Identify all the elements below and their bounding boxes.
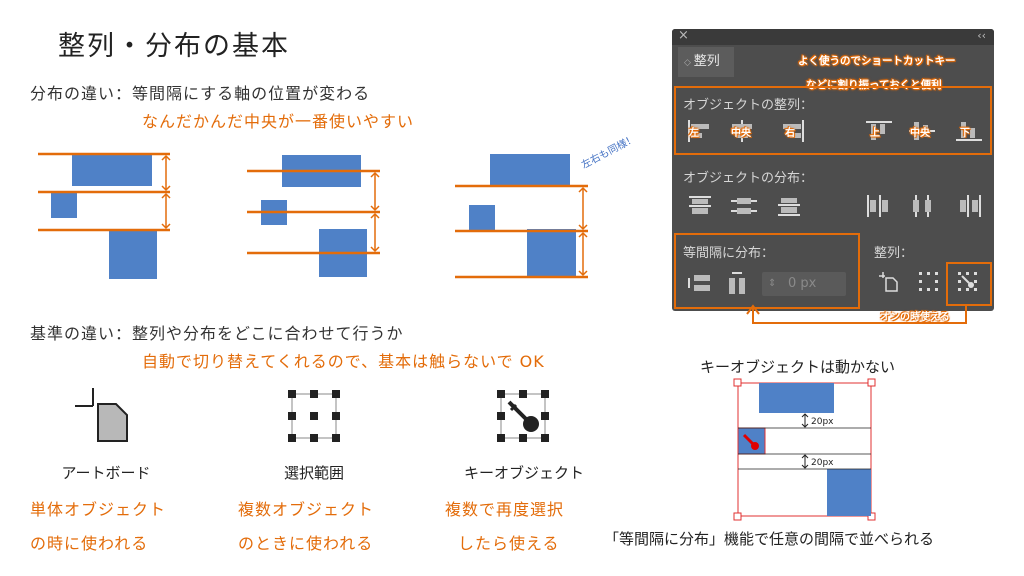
selection-handles xyxy=(733,378,876,521)
align-to-artboard-icon xyxy=(879,272,898,292)
align-to-title: 整列： xyxy=(874,246,914,261)
artboard-desc-1: 単体オブジェクト xyxy=(30,500,167,519)
tab-align-label: 整列 xyxy=(693,54,720,69)
align-hcenter-label: 中央 xyxy=(731,128,751,139)
distribute-bottom-diagram xyxy=(455,154,588,279)
distribute-objects-title: オブジェクトの分布： xyxy=(683,171,814,186)
selection-desc-2: のときに使われる xyxy=(238,534,374,553)
distribute-right-button[interactable] xyxy=(956,195,982,221)
align-to-key-object-button[interactable] xyxy=(957,271,979,297)
align-vcenter-icon xyxy=(909,122,935,140)
key-example-diagram: 20px 20px xyxy=(733,378,876,521)
distribute-bottom-button[interactable] xyxy=(776,195,802,221)
align-panel: × ‹‹ ◇ 整列 xyxy=(672,29,994,311)
shortcut-callout-2: などに割り振っておくと便利 xyxy=(806,79,942,91)
align-bottom-button[interactable] xyxy=(956,120,982,146)
distribute-top-diagram xyxy=(38,152,171,279)
align-left-button[interactable] xyxy=(687,120,713,146)
align-top-label: 上 xyxy=(870,128,880,139)
spacing-value-input[interactable]: ⇕ 0 px xyxy=(762,272,846,296)
selection-icon xyxy=(288,390,340,442)
key-object-label: キーオブジェクト xyxy=(463,464,584,482)
align-right-icon xyxy=(783,120,804,142)
bottom-box xyxy=(827,469,871,516)
align-vcenter-button[interactable] xyxy=(909,120,935,146)
key-icon xyxy=(507,400,539,432)
align-bottom-label: 下 xyxy=(960,128,970,139)
key-object-highlight xyxy=(946,262,992,306)
distribute-center-diagram xyxy=(247,155,380,277)
distribute-left-button[interactable] xyxy=(866,195,892,221)
key-object-desc-1: 複数で再度選択 xyxy=(445,500,565,519)
align-top-button[interactable] xyxy=(866,120,892,146)
distribute-vcenter-button[interactable] xyxy=(731,195,757,221)
key-example-heading: キーオブジェクトは動かない xyxy=(700,358,896,376)
spacing-vertical-icon xyxy=(688,275,710,291)
spacing-horizontal-icon xyxy=(729,272,745,294)
distribution-heading: 分布の違い：等間隔にする軸の位置が変わる xyxy=(30,84,371,103)
collapse-icon[interactable]: ‹‹ xyxy=(977,29,986,42)
close-icon[interactable]: × xyxy=(678,29,689,43)
distribute-top-icon xyxy=(689,196,711,214)
align-objects-title: オブジェクトの整列： xyxy=(683,98,814,113)
artboard-label: アートボード xyxy=(61,464,151,482)
align-right-button[interactable] xyxy=(781,120,807,146)
align-to-selection-button[interactable] xyxy=(918,271,940,297)
distribute-hcenter-button[interactable] xyxy=(909,195,935,221)
spacing-vertical-button[interactable] xyxy=(686,272,712,298)
selection-desc-1: 複数オブジェクト xyxy=(238,500,375,519)
spacing-horizontal-button[interactable] xyxy=(726,270,752,300)
tab-arrow-icon: ◇ xyxy=(684,58,694,68)
align-hcenter-icon xyxy=(732,120,752,142)
distribute-vcenter-icon xyxy=(731,198,757,214)
distribute-right-icon xyxy=(960,195,981,217)
align-to-selection-icon xyxy=(919,272,938,291)
align-top-icon xyxy=(866,121,892,140)
key-object-icon xyxy=(497,390,549,442)
tab-align[interactable]: ◇ 整列 xyxy=(678,47,734,77)
align-left-label: 左 xyxy=(689,128,699,139)
align-vcenter-label: 中央 xyxy=(910,128,930,139)
distribute-top-button[interactable] xyxy=(687,195,713,221)
gap-label-1: 20px xyxy=(811,417,834,427)
distribute-spacing-highlight xyxy=(674,233,860,309)
distribute-left-icon xyxy=(867,195,888,217)
align-to-key-object-icon xyxy=(958,272,977,291)
shortcut-callout-1: よく使うのでショートカットキー xyxy=(798,55,956,67)
artboard-desc-2: の時に使われる xyxy=(30,534,149,553)
align-hcenter-button[interactable] xyxy=(729,120,755,146)
distribute-hcenter-icon xyxy=(913,195,931,217)
key-red-icon xyxy=(742,433,759,450)
key-example-caption: 「等間隔に分布」機能で任意の間隔で並べられる xyxy=(604,530,935,548)
align-right-label: 右 xyxy=(785,128,795,139)
top-box xyxy=(759,383,834,413)
connector-arrow xyxy=(746,304,967,324)
stepper-icon[interactable]: ⇕ xyxy=(768,278,777,289)
align-to-artboard-button[interactable] xyxy=(878,271,900,297)
basis-heading: 基準の違い：整列や分布をどこに合わせて行うか xyxy=(30,324,404,343)
distribution-note: なんだかんだ中央が一番使いやすい xyxy=(142,112,415,131)
gap-label-2: 20px xyxy=(811,458,834,468)
distribute-bottom-icon xyxy=(778,198,800,216)
selection-label: 選択範囲 xyxy=(283,464,344,482)
page-title: 整列・分布の基本 xyxy=(58,31,290,62)
panel-titlebar xyxy=(672,29,994,45)
key-object-desc-2: したら使える xyxy=(458,534,560,553)
align-objects-highlight xyxy=(674,86,992,155)
distribution-diagrams xyxy=(38,152,588,279)
basis-note: 自動で切り替えてくれるので、基本は触らないで OK xyxy=(142,352,545,371)
align-bottom-icon xyxy=(956,122,982,141)
on-label: オンの時使える xyxy=(880,312,950,323)
distribute-spacing-title: 等間隔に分布： xyxy=(683,246,775,261)
align-left-icon xyxy=(688,120,709,142)
spacing-value: 0 px xyxy=(788,276,817,291)
artboard-icon xyxy=(75,388,128,442)
